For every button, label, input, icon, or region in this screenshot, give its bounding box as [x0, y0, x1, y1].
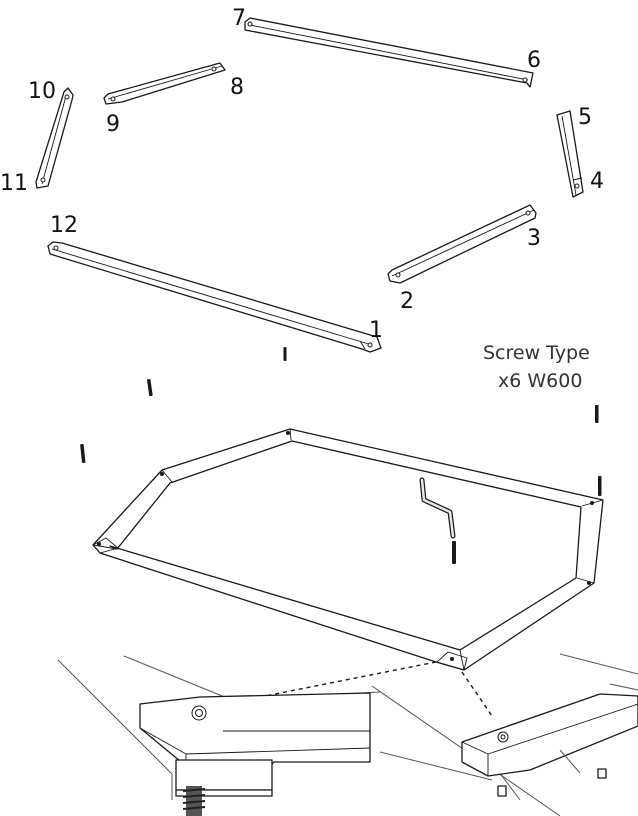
screw-icon-3 [80, 443, 86, 464]
part-label-1: 1 [369, 318, 383, 343]
bar-7-6 [244, 17, 534, 88]
leader-line-right [461, 671, 493, 717]
detail-right [371, 653, 638, 816]
hex-key-icon [419, 477, 456, 539]
bar-12-1 [47, 241, 382, 353]
screw-icon-2 [147, 378, 153, 397]
screw-count-label: x6 W600 [498, 370, 582, 392]
part-label-9: 9 [106, 112, 120, 137]
screw-icon-4 [595, 405, 599, 423]
bolt-icon [182, 786, 206, 816]
bar-3-2 [387, 204, 537, 284]
part-label-12: 12 [50, 213, 78, 238]
screw-icon-5 [598, 476, 602, 496]
part-label-6: 6 [527, 48, 541, 73]
screw-icon-6 [452, 541, 456, 564]
part-label-5: 5 [578, 105, 592, 130]
bar-8-9 [103, 62, 226, 105]
part-label-11: 11 [0, 171, 28, 196]
detail-left [57, 655, 381, 816]
part-label-3: 3 [527, 226, 541, 251]
screw-type-label: Screw Type [483, 342, 590, 364]
part-label-7: 7 [232, 6, 246, 31]
bar-10-11 [35, 87, 74, 189]
assembled-frame [92, 428, 604, 671]
bar-5-4 [556, 110, 584, 198]
part-label-2: 2 [400, 289, 414, 314]
screw-icon-1 [283, 347, 287, 361]
part-label-4: 4 [590, 169, 604, 194]
part-label-10: 10 [28, 79, 56, 104]
part-label-8: 8 [230, 75, 244, 100]
